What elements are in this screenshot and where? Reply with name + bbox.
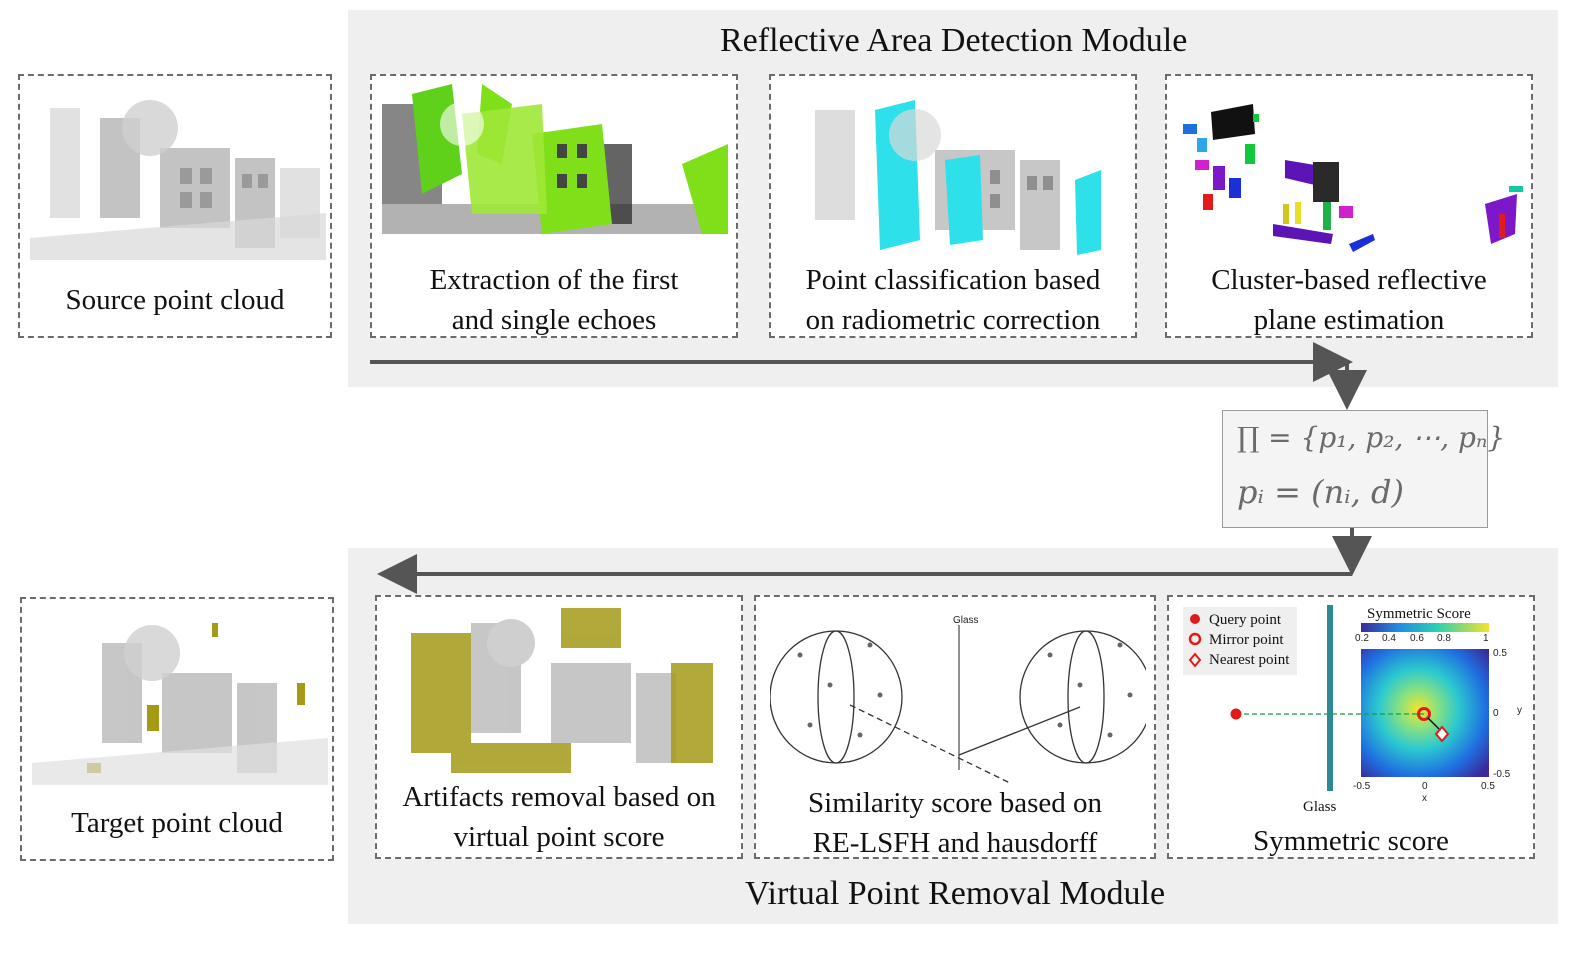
cluster-planes-image <box>1173 94 1529 264</box>
radiometric-graphic <box>815 100 1101 255</box>
x-tick: 0 <box>1422 781 1428 792</box>
nearest-point <box>1434 725 1450 743</box>
similarity-glass-label: Glass <box>953 615 979 626</box>
query-point <box>1230 708 1242 720</box>
glass-plane <box>1327 605 1333 791</box>
target-point-cloud-box: Target point cloud <box>20 597 334 861</box>
removal-module-title: Virtual Point Removal Module <box>745 875 1166 912</box>
legend-query-point: Query point <box>1209 612 1282 628</box>
y-axis-label: y <box>1517 705 1522 716</box>
colorbar-tick: 0.4 <box>1382 633 1396 644</box>
source-point-cloud-image <box>30 88 326 260</box>
y-tick: -0.5 <box>1493 769 1511 780</box>
cluster-planes-graphic <box>1183 104 1523 252</box>
plane-parameter-formula: ∏ = {p₁, p₂, ⋯, pₙ} pᵢ = (nᵢ, d) <box>1222 410 1505 528</box>
nearest-point-legend-icon <box>1188 652 1202 668</box>
x-tick: -0.5 <box>1353 781 1371 792</box>
symmetric-image: Query point Mirror point Nearest point G… <box>1181 601 1525 825</box>
symmetric-glass-label: Glass <box>1303 799 1336 815</box>
source-cloud-graphic <box>30 100 326 260</box>
similarity-graphic: Glass <box>770 615 1146 784</box>
colorbar-tick: 0.8 <box>1437 633 1451 644</box>
first-echoes-image <box>382 84 728 236</box>
artifacts-removal-image <box>411 603 713 777</box>
y-tick: 0 <box>1493 708 1499 719</box>
removal-step-symmetric: Query point Mirror point Nearest point G… <box>1167 595 1535 859</box>
right-sphere <box>1019 630 1146 764</box>
x-axis-label: x <box>1422 793 1427 804</box>
target-cloud-graphic <box>32 623 328 785</box>
colorbar-tick: 0.2 <box>1355 633 1369 644</box>
symmetric-heatmap <box>1361 649 1489 777</box>
colorbar <box>1361 623 1489 632</box>
formula-plane-definition: pᵢ = (nᵢ, d) <box>1237 473 1404 511</box>
target-point-cloud-image <box>32 613 328 785</box>
detection-module-title: Reflective Area Detection Module <box>720 22 1188 59</box>
colorbar-tick: 0.6 <box>1410 633 1424 644</box>
mirror-point <box>1417 707 1431 721</box>
symmetric-graphic: Query point Mirror point Nearest point G… <box>1183 605 1522 815</box>
legend-nearest-point: Nearest point <box>1209 652 1290 668</box>
first-echoes-graphic <box>382 84 728 236</box>
formula-plane-set: ∏ = {p₁, p₂, ⋯, pₙ} <box>1237 421 1506 454</box>
y-tick: 0.5 <box>1493 648 1507 659</box>
source-caption: Source point cloud <box>65 284 285 316</box>
symmetric-legend <box>1183 607 1297 675</box>
colorbar-title: Symmetric Score <box>1367 606 1471 622</box>
radiometric-image <box>805 90 1101 262</box>
source-point-cloud-box: Source point cloud <box>18 74 332 338</box>
symmetric-caption: Symmetric score <box>1253 825 1449 857</box>
target-caption: Target point cloud <box>71 807 283 839</box>
colorbar-tick: 1 <box>1483 633 1489 644</box>
left-sphere <box>770 630 903 764</box>
mirror-point-legend-icon <box>1188 632 1202 646</box>
legend-mirror-point: Mirror point <box>1209 632 1284 648</box>
similarity-image: Glass <box>770 615 1146 785</box>
artifacts-removal-graphic <box>411 608 713 773</box>
x-tick: 0.5 <box>1481 781 1495 792</box>
query-point-legend-icon <box>1190 614 1200 624</box>
